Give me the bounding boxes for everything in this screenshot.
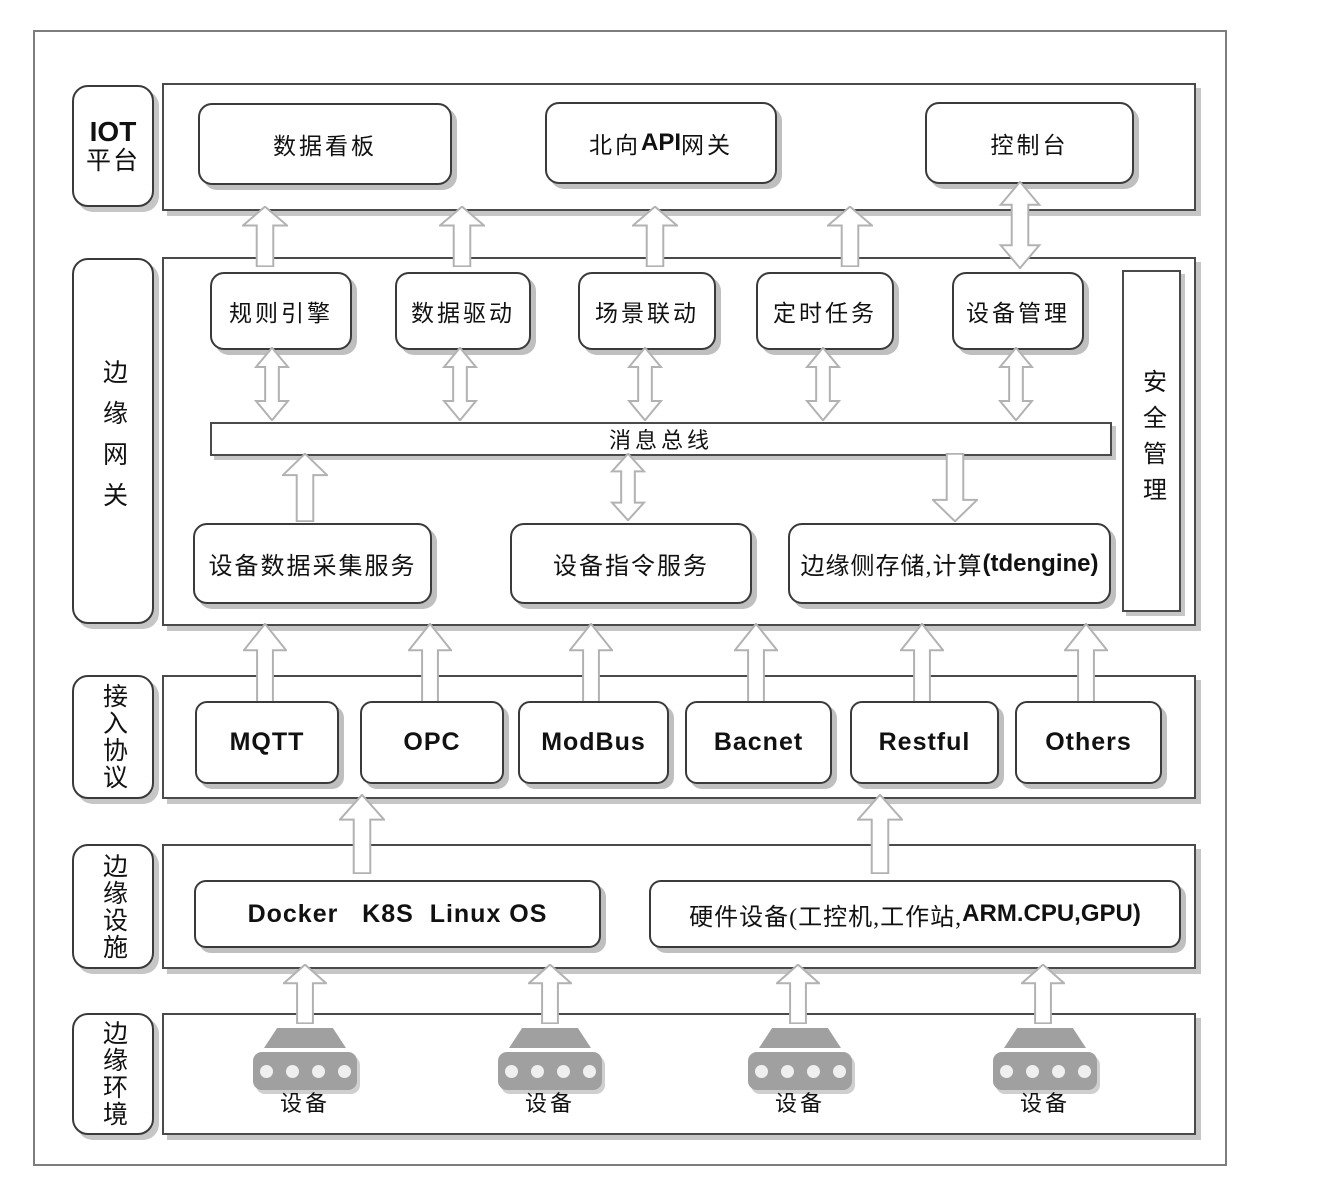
api-gateway-label-pre: 北向 (588, 133, 641, 158)
arrow-down-icon (932, 453, 978, 522)
node-device-data-collect-service: 设备数据采集服务 (193, 523, 432, 604)
edge-storage-label-en: (tdengine) (982, 549, 1099, 577)
arrow-up-icon (439, 206, 485, 267)
arrow-up-icon (827, 206, 873, 267)
iot-label-en: IOT (89, 115, 137, 147)
device-icon (253, 1028, 357, 1090)
device-lid-shape (759, 1028, 841, 1048)
device-body-shape (253, 1052, 357, 1090)
device-body-shape (498, 1052, 602, 1090)
protocol-bacnet-label: Bacnet (713, 728, 804, 756)
device-label: 设备 (524, 1091, 575, 1116)
scene-linkage-label: 场景联动 (595, 301, 699, 326)
arrow-up-icon (283, 964, 327, 1024)
node-hardware-devices: 硬件设备(工控机,工作站,ARM.CPU,GPU) (649, 880, 1181, 948)
arrow-up-icon (900, 623, 944, 708)
arrow-up-icon (408, 623, 452, 708)
message-bus: 消息总线 (210, 422, 1112, 456)
layer-label-access-protocol: 接入协议 (72, 675, 154, 799)
node-protocol-others: Others (1015, 701, 1162, 784)
node-timed-task: 定时任务 (756, 272, 894, 350)
arrow-up-icon (528, 964, 572, 1024)
node-protocol-bacnet: Bacnet (685, 701, 832, 784)
node-scene-linkage: 场景联动 (578, 272, 716, 350)
node-edge-storage-compute: 边缘侧存储,计算(tdengine) (788, 523, 1111, 604)
arrow-up-icon (569, 623, 613, 708)
device-lid-shape (264, 1028, 346, 1048)
node-rule-engine: 规则引擎 (210, 272, 352, 350)
device-label: 设备 (1019, 1091, 1070, 1116)
layer-label-iot-platform: IOT 平台 (72, 85, 154, 207)
device-lid-shape (509, 1028, 591, 1048)
security-management-box: 安全管理 (1122, 270, 1181, 612)
layer-label-edge-infra: 边缘设施 (72, 844, 154, 969)
hardware-label-cn: 硬件设备(工控机,工作站, (689, 904, 963, 931)
arrow-up-icon (632, 206, 678, 267)
api-gateway-label-mid: API (640, 129, 681, 156)
security-management-label: 安全管理 (1138, 369, 1165, 513)
node-device-command-service: 设备指令服务 (510, 523, 752, 604)
device-data-collect-label: 设备数据采集服务 (208, 554, 417, 580)
edge-gateway-label: 边缘网关 (99, 359, 127, 523)
arrow-double-icon (997, 181, 1043, 269)
node-protocol-mqtt: MQTT (195, 701, 339, 784)
arrow-double-icon (609, 453, 647, 521)
arrow-up-icon (242, 206, 288, 267)
arrow-up-icon (243, 623, 287, 708)
node-data-dashboard: 数据看板 (198, 103, 452, 185)
device-body-shape (748, 1052, 852, 1090)
access-protocol-label: 接入协议 (99, 683, 127, 791)
edge-storage-label-cn: 边缘侧存储,计算 (800, 554, 983, 580)
device-icon (748, 1028, 852, 1090)
device-icon (993, 1028, 1097, 1090)
arrow-double-icon (804, 347, 842, 421)
data-driven-label: 数据驱动 (411, 301, 515, 326)
arrow-up-icon (1064, 623, 1108, 708)
message-bus-label: 消息总线 (608, 428, 713, 453)
arrow-double-icon (997, 347, 1035, 421)
arrow-double-icon (626, 347, 664, 421)
device-body-shape (993, 1052, 1097, 1090)
edge-env-label: 边缘环境 (99, 1020, 127, 1128)
device-icon (498, 1028, 602, 1090)
node-device-management: 设备管理 (952, 272, 1084, 350)
data-dashboard-label: 数据看板 (273, 134, 377, 159)
node-docker-k8s-linux: Docker K8S Linux OS (194, 880, 601, 948)
protocol-mqtt-label: MQTT (229, 728, 305, 756)
arrow-up-icon (857, 794, 903, 874)
node-protocol-restful: Restful (850, 701, 999, 784)
layer-label-edge-gateway: 边缘网关 (72, 258, 154, 624)
layer-label-edge-env: 边缘环境 (72, 1013, 154, 1135)
edge-infra-label: 边缘设施 (99, 852, 127, 961)
docker-k8s-linux-label: Docker K8S Linux OS (247, 899, 548, 928)
protocol-modbus-label: ModBus (541, 728, 646, 756)
arrow-double-icon (441, 347, 479, 421)
arrow-up-icon (776, 964, 820, 1024)
arrow-up-icon (339, 794, 385, 874)
hardware-label-en: ARM.CPU,GPU) (962, 900, 1141, 927)
arrow-up-icon (282, 453, 328, 522)
protocol-opc-label: OPC (403, 728, 461, 756)
device-lid-shape (1004, 1028, 1086, 1048)
protocol-others-label: Others (1045, 728, 1132, 756)
device-command-label: 设备指令服务 (553, 554, 709, 580)
console-label: 控制台 (990, 133, 1069, 158)
arrow-double-icon (253, 347, 291, 421)
device-management-label: 设备管理 (966, 301, 1070, 326)
api-gateway-label-post: 网关 (681, 133, 733, 158)
node-protocol-modbus: ModBus (518, 701, 669, 784)
protocol-restful-label: Restful (878, 728, 971, 756)
node-data-driven: 数据驱动 (395, 272, 531, 350)
device-label: 设备 (774, 1091, 825, 1116)
timed-task-label: 定时任务 (773, 301, 877, 326)
rule-engine-label: 规则引擎 (229, 301, 333, 326)
device-label: 设备 (279, 1091, 330, 1116)
node-protocol-opc: OPC (360, 701, 504, 784)
iot-label-cn: 平台 (85, 147, 140, 175)
arrow-up-icon (734, 623, 778, 708)
node-console: 控制台 (925, 102, 1134, 184)
arrow-up-icon (1021, 964, 1065, 1024)
